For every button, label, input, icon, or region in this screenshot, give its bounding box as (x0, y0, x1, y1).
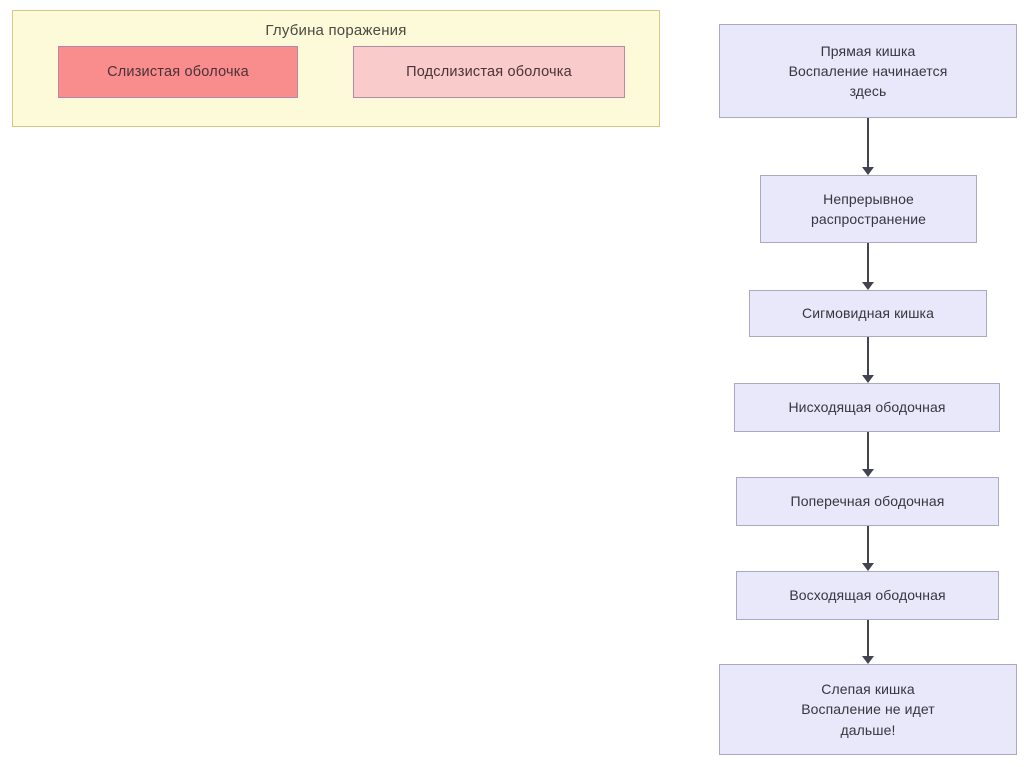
arrow-head-icon (862, 167, 874, 175)
layer-box-mucosa: Слизистая оболочка (58, 46, 298, 98)
flow-node-rectum-line-2: Воспаление начинается (788, 62, 948, 79)
layer-box-submucosa: Подслизистая оболочка (353, 46, 625, 98)
arrow-head-icon (862, 282, 874, 290)
arrow-stem (867, 243, 869, 283)
flow-node-transverse-colon: Поперечная ободочная (736, 477, 999, 526)
flow-node-continuous-spread: Непрерывное распространение (760, 175, 977, 243)
flow-node-descending-colon-line-1: Нисходящая ободочная (788, 399, 946, 416)
arrow-head-icon (862, 563, 874, 571)
flow-node-cecum-line-1: Слепая кишка (821, 681, 915, 698)
layer-label-submucosa: Подслизистая оболочка (406, 64, 572, 80)
flow-node-ascending-colon-line-1: Восходящая ободочная (789, 587, 946, 604)
arrow-head-icon (862, 469, 874, 477)
arrow-head-icon (862, 656, 874, 664)
flow-node-ascending-colon: Восходящая ободочная (736, 571, 999, 620)
flow-node-continuous-spread-line-1: Непрерывное (823, 190, 914, 207)
progression-flowchart: Прямая кишка Воспаление начинается здесь… (700, 0, 1024, 767)
flow-node-sigmoid-colon: Сигмовидная кишка (749, 290, 987, 337)
arrow-stem (867, 526, 869, 564)
arrow-transverse-to-ascending (861, 526, 875, 571)
arrow-ascending-to-cecum (861, 620, 875, 664)
flow-node-sigmoid-colon-line-1: Сигмовидная кишка (802, 305, 934, 322)
depth-panel-title: Глубина поражения (265, 22, 407, 39)
arrow-descending-to-transverse (861, 432, 875, 477)
depth-of-lesion-panel: Глубина поражения Слизистая оболочка Под… (12, 10, 660, 127)
arrow-head-icon (862, 375, 874, 383)
arrow-rectum-to-continuous (861, 118, 875, 175)
flow-node-continuous-spread-line-2: распространение (810, 211, 927, 227)
flow-node-rectum-line-1: Прямая кишка (820, 42, 916, 59)
arrow-stem (867, 337, 869, 376)
flow-node-rectum: Прямая кишка Воспаление начинается здесь (719, 24, 1017, 118)
flow-node-cecum: Слепая кишка Воспаление не идет дальше! (719, 664, 1017, 755)
flow-node-cecum-line-3: дальше! (840, 721, 896, 738)
layer-label-mucosa: Слизистая оболочка (107, 64, 249, 80)
arrow-stem (867, 118, 869, 168)
arrow-stem (867, 620, 869, 657)
arrow-stem (867, 432, 869, 470)
flow-node-rectum-line-3: здесь (849, 83, 887, 100)
arrow-continuous-to-sigmoid (861, 243, 875, 290)
flow-node-cecum-line-2: Воспаление не идет (801, 701, 935, 718)
flow-node-descending-colon: Нисходящая ободочная (734, 383, 1000, 432)
arrow-sigmoid-to-descending (861, 337, 875, 383)
flow-node-transverse-colon-line-1: Поперечная ободочная (790, 493, 945, 510)
